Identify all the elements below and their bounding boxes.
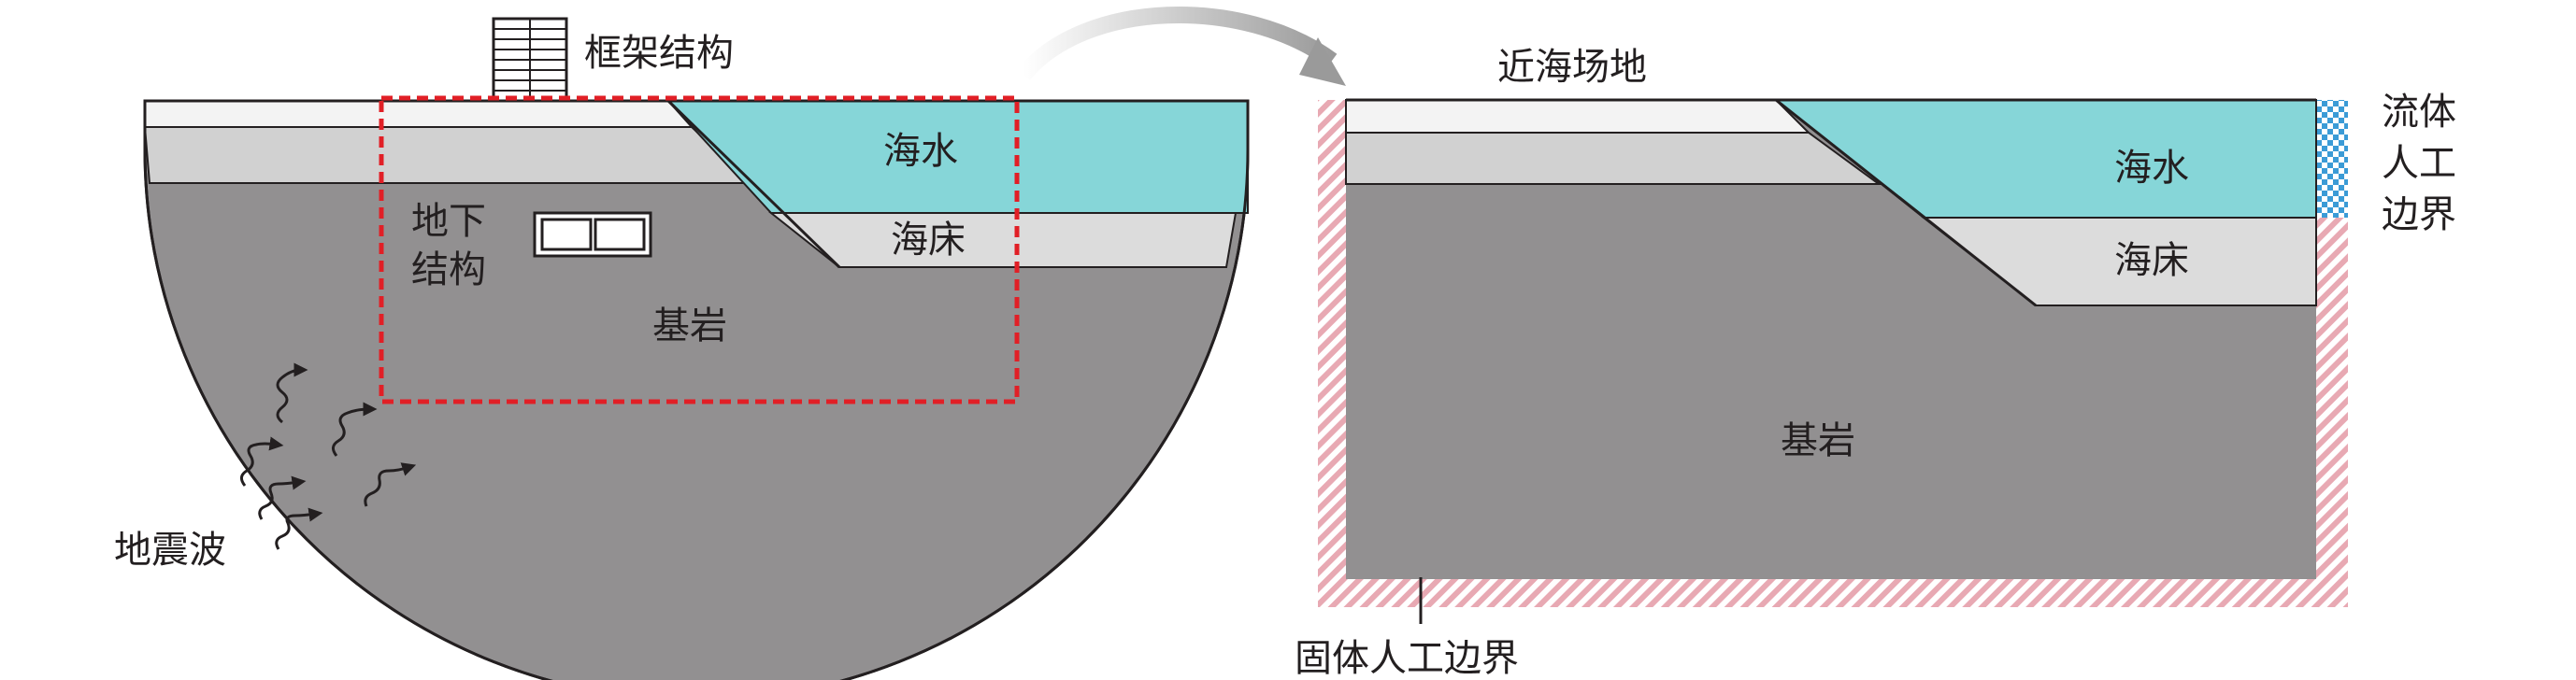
seismic-wave-label: 地震波 xyxy=(114,529,226,572)
right-bedrock-label: 基岩 xyxy=(1781,419,1855,462)
fluid-boundary-label-line1: 流体 xyxy=(2382,91,2456,134)
right-seawater-label: 海水 xyxy=(2114,147,2189,190)
left-panel: 框架结构 地下 结构 海水 海床 基岩 地震波 xyxy=(114,17,1250,680)
right-panel: 近海场地 海水 海床 基岩 流体 人工 边界 固体人工边界 xyxy=(1295,46,2456,680)
right-seabed-label: 海床 xyxy=(2114,239,2189,282)
underground-structure-icon xyxy=(533,211,652,258)
underground-structure-label-line1: 地下 xyxy=(411,200,486,243)
right-layer-top xyxy=(1345,99,1811,134)
left-slope-line xyxy=(666,99,841,269)
left-seawater xyxy=(665,100,1249,214)
left-outline xyxy=(143,99,1250,680)
left-seawater-label: 海水 xyxy=(883,130,958,173)
site-label: 近海场地 xyxy=(1497,46,1647,89)
seismic-wave-icons xyxy=(240,362,417,550)
solid-boundary-label: 固体人工边界 xyxy=(1295,637,1519,680)
left-layer-top xyxy=(144,100,694,128)
curved-arrow xyxy=(1017,7,1346,86)
right-layer-mid xyxy=(1345,132,1882,185)
frame-structure-icon xyxy=(492,17,568,103)
truncation-region-box xyxy=(379,95,1020,404)
right-slope-line xyxy=(1775,98,2037,307)
left-bedrock-label: 基岩 xyxy=(652,305,727,347)
left-seabed-label: 海床 xyxy=(891,219,966,262)
fluid-boundary-label-line3: 边界 xyxy=(2382,193,2456,236)
fluid-boundary-label-line2: 人工 xyxy=(2382,142,2456,185)
underground-structure-label-line2: 结构 xyxy=(411,248,486,291)
left-seabed xyxy=(768,212,1238,268)
left-layer-mid xyxy=(143,126,755,184)
frame-structure-label: 框架结构 xyxy=(584,32,734,75)
fluid-boundary-checker xyxy=(2316,100,2348,218)
